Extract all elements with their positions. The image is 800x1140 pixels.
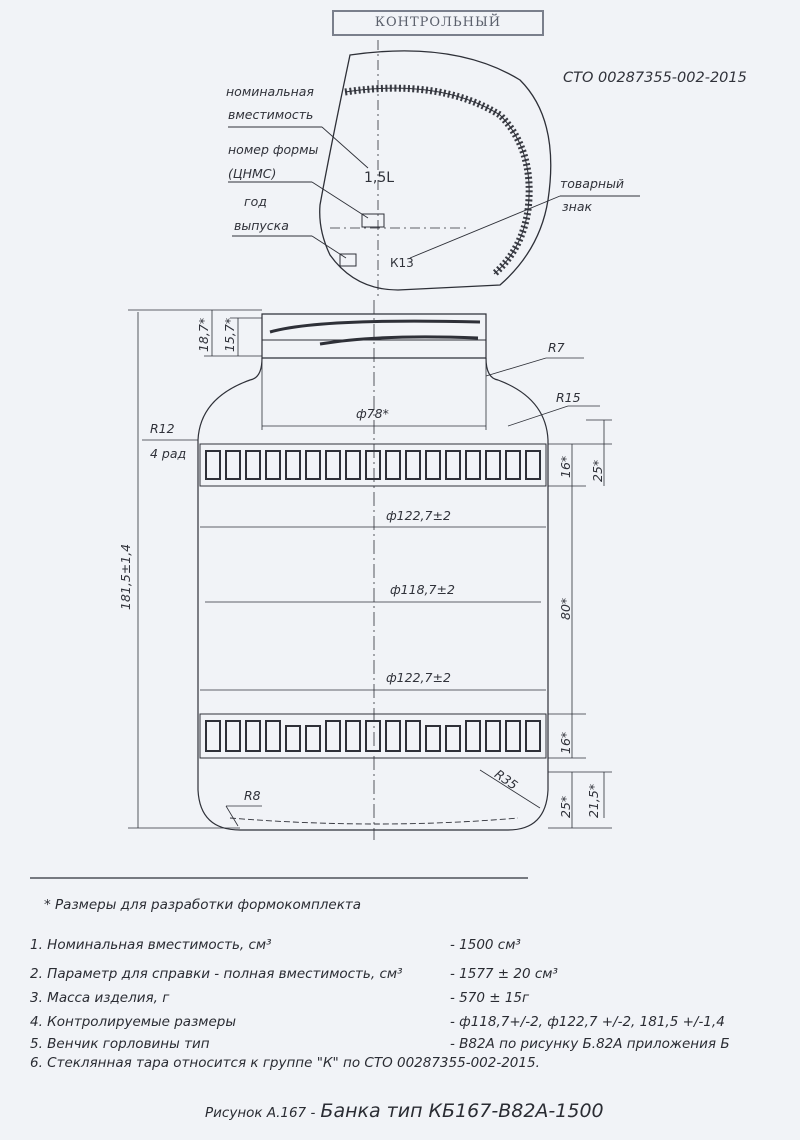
spec-key: 6. Стеклянная тара относится к группе "К… xyxy=(30,1055,540,1071)
spec-value: - 1500 см³ xyxy=(450,937,521,953)
spec-value: - ф118,7+/-2, ф122,7 +/-2, 181,5 +/-1,4 xyxy=(450,1014,725,1030)
label-year: год xyxy=(244,194,267,209)
label-nominal-capacity: номинальная xyxy=(226,84,314,99)
dim-r12: R12 xyxy=(150,421,175,436)
label-mold-number: номер формы xyxy=(228,142,319,157)
dim-d1227-top: ф122,7±2 xyxy=(386,508,451,523)
spec-key: 1. Номинальная вместимость, см³ xyxy=(30,937,272,953)
dim-h25-bot: 25* xyxy=(558,795,573,818)
dim-h187: 18,7* xyxy=(196,317,211,352)
dim-h1815: 181,5±1,4 xyxy=(118,543,133,610)
spec-key: 5. Венчик горловины тип xyxy=(30,1036,210,1052)
dim-d1227-bot: ф122,7±2 xyxy=(386,670,451,685)
note-star: * Размеры для разработки формокомплекта xyxy=(44,897,362,913)
control-stamp: КОНТРОЛЬНЫЙ xyxy=(332,10,544,36)
caption-title: Банка тип КБ167-В82А-1500 xyxy=(320,1100,604,1122)
spec-key: 2. Параметр для справки - полная вместим… xyxy=(30,966,403,982)
dim-h16-bot: 16* xyxy=(558,731,573,754)
trademark-logo: К13 xyxy=(390,256,414,270)
spec-value: - 1577 ± 20 см³ xyxy=(450,966,558,982)
volume-mark: 1,5L xyxy=(364,170,395,186)
dim-r8: R8 xyxy=(244,788,261,803)
document-code: СТО 00287355-002-2015 xyxy=(563,70,747,86)
dim-r7: R7 xyxy=(548,340,565,355)
jar-body xyxy=(197,300,549,840)
spec-value: - 570 ± 15г xyxy=(450,990,530,1006)
dim-h80: 80* xyxy=(558,597,573,620)
figure-caption: Рисунок А.167 - Банка тип КБ167-В82А-150… xyxy=(205,1100,604,1122)
label-year-2: выпуска xyxy=(234,218,289,233)
dim-h215: 21,5* xyxy=(586,783,601,818)
label-nominal-capacity-2: вместимость xyxy=(228,107,314,122)
spec-key: 3. Масса изделия, г xyxy=(30,990,170,1006)
label-trademark: товарный xyxy=(560,176,625,191)
bottom-detail-view xyxy=(228,40,640,300)
caption-prefix: Рисунок А.167 - xyxy=(205,1105,316,1121)
label-trademark-2: знак xyxy=(562,199,593,214)
dim-r15: R15 xyxy=(556,390,581,405)
dimension-lines xyxy=(30,309,612,879)
spec-key: 4. Контролируемые размеры xyxy=(30,1014,236,1030)
dim-h16-top: 16* xyxy=(558,455,573,478)
dim-h25-top: 25* xyxy=(590,459,605,482)
dim-d78: ф78* xyxy=(356,406,389,421)
dim-d1187: ф118,7±2 xyxy=(390,582,455,597)
dim-h157: 15,7* xyxy=(222,317,237,352)
dim-r12-note: 4 рад xyxy=(150,446,187,461)
label-mold-number-2: (ЦНМС) xyxy=(228,166,277,181)
spec-value: - В82А по рисунку Б.82А приложения Б xyxy=(450,1036,730,1052)
